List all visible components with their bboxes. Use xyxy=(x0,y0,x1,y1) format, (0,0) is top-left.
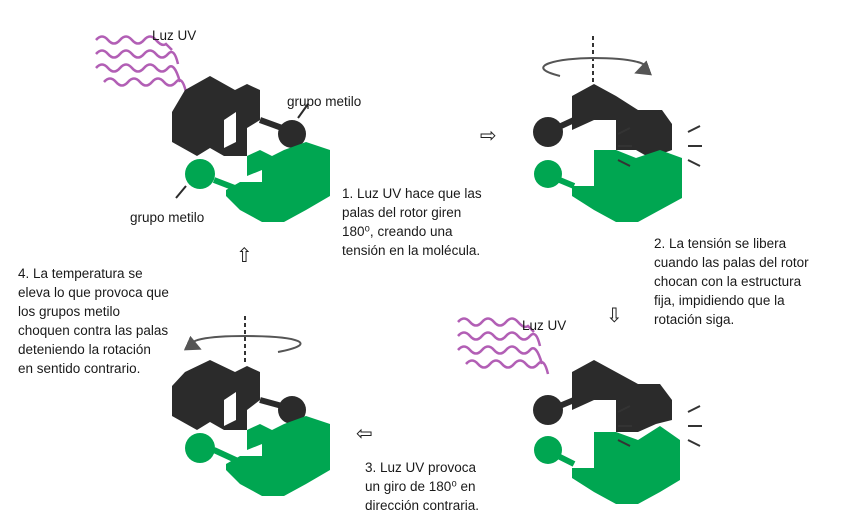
uv-waves-bottom xyxy=(457,317,550,375)
methyl-group-dark xyxy=(278,120,306,148)
step-3-text: 3. Luz UV provoca un giro de 180⁰ en dir… xyxy=(365,460,480,513)
rotor-hole xyxy=(224,112,236,148)
methyl-group-label-top: grupo metilo xyxy=(287,94,362,109)
flow-arrow-down: ⇩ xyxy=(606,305,623,327)
step-2-text: 2. La tensión se libera cuando las palas… xyxy=(654,236,809,327)
methyl-group-green xyxy=(185,159,215,189)
rotor-dark xyxy=(172,76,260,156)
rotation-arrow-1 xyxy=(542,56,653,77)
methyl-group-green xyxy=(534,160,562,188)
methyl-group-label-left: grupo metilo xyxy=(130,210,205,225)
rotor-dark xyxy=(172,360,260,430)
rotor-hole xyxy=(224,392,236,426)
rotor-dark xyxy=(572,360,672,432)
methyl-group-dark xyxy=(278,396,306,424)
methyl-group-dark xyxy=(533,117,563,147)
methyl-group-dark xyxy=(533,395,563,425)
molecule-1 xyxy=(95,35,330,222)
collision-marks xyxy=(617,405,702,447)
rotor-dark xyxy=(572,84,672,158)
rotation-arrow-2 xyxy=(183,334,302,353)
molecule-4 xyxy=(172,316,330,496)
step-4-text: 4. La temperatura se eleva lo que provoc… xyxy=(18,266,169,376)
flow-arrow-up: ⇧ xyxy=(236,245,253,267)
stator-green xyxy=(572,426,680,504)
methyl-group-green xyxy=(185,433,215,463)
flow-arrow-left: ⇦ xyxy=(356,423,373,445)
stator-green xyxy=(226,416,330,496)
uv-waves-top xyxy=(95,35,188,93)
uv-light-label-bottom: Luz UV xyxy=(522,318,567,333)
molecule-3 xyxy=(457,317,702,504)
collision-marks xyxy=(617,125,702,167)
uv-light-label-top: Luz UV xyxy=(152,28,197,43)
molecule-2 xyxy=(533,36,702,222)
stator-green xyxy=(226,142,330,222)
step-1-text: 1. Luz UV hace que las palas del rotor g… xyxy=(342,186,482,258)
flow-arrow-right: ⇨ xyxy=(480,125,497,147)
stator-green xyxy=(572,150,682,222)
methyl-group-green xyxy=(534,436,562,464)
